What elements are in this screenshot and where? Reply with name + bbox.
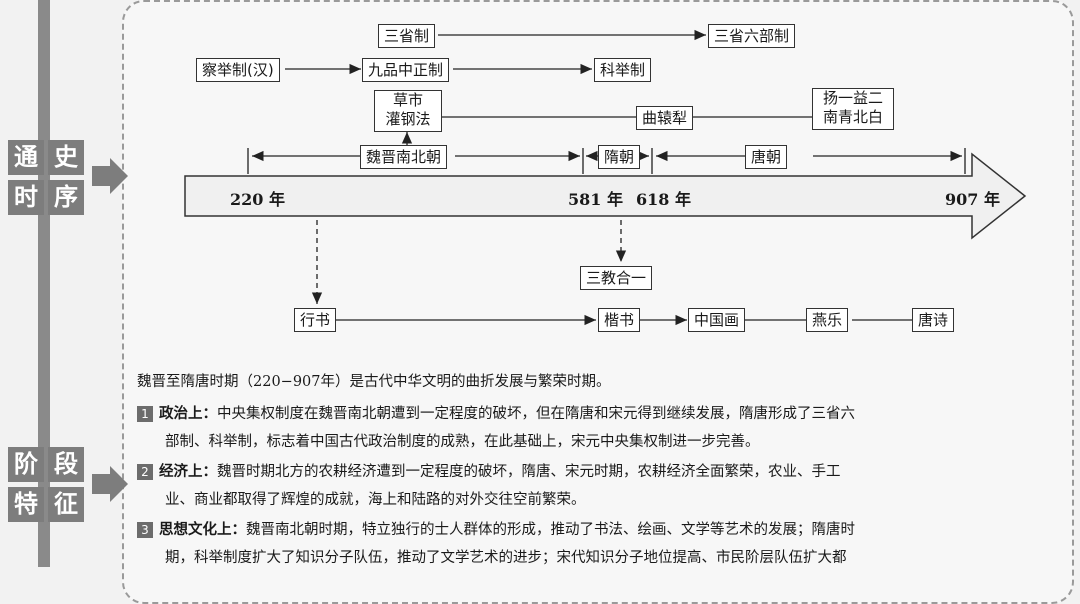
box-nine-rank: 九品中正制 xyxy=(362,58,450,82)
box-recommendation-han: 察举制(汉) xyxy=(196,58,280,82)
timeline-diagram xyxy=(92,29,1027,502)
number-badge: 1 xyxy=(137,406,153,422)
summary-politics-line2: 部制、科举制，标志着中国古代政治制度的成熟，在此基础上，宋元中央集权制进一步完善… xyxy=(165,434,760,450)
box-line: 扬一益二 xyxy=(822,89,883,107)
box-yan-music: 燕乐 xyxy=(806,308,849,332)
box-line: 灌钢法 xyxy=(385,110,431,128)
box-period-tang: 唐朝 xyxy=(745,145,788,169)
tag-char: 序 xyxy=(48,180,84,215)
number-badge: 3 xyxy=(137,522,153,538)
tag-arrow-2 xyxy=(92,466,128,502)
box-chinese-painting: 中国画 xyxy=(688,308,746,332)
summary-text: 魏晋南北朝时期，特立独行的士人群体的形成，推动了书法、绘画、文学等艺术的发展；隋… xyxy=(246,522,855,538)
year-618: 618 年 xyxy=(636,190,691,209)
tag-arrow-1 xyxy=(92,158,128,194)
tag-char: 特 xyxy=(8,487,44,522)
box-period-weijin: 魏晋南北朝 xyxy=(360,145,448,169)
summary-text: 中央集权制度在魏晋南北朝遭到一定程度的破坏，但在隋唐和宋元得到继续发展，隋唐形成… xyxy=(217,406,855,422)
tag-char: 阶 xyxy=(8,447,44,482)
box-running-script: 行书 xyxy=(294,308,337,332)
box-tea-steel: 草市 灌钢法 xyxy=(374,90,442,132)
timeline-arrow xyxy=(184,152,1027,240)
box-tang-poetry: 唐诗 xyxy=(912,308,955,332)
tag-char: 通 xyxy=(8,140,44,175)
keyword: 政治上： xyxy=(159,406,217,422)
box-cities: 扬一益二 南青北白 xyxy=(812,88,894,130)
summary-economy-line2: 业、商业都取得了辉煌的成就，海上和陆路的对外交往空前繁荣。 xyxy=(165,492,586,508)
box-line: 草市 xyxy=(392,91,423,109)
number-badge: 2 xyxy=(137,464,153,480)
summary-intro: 魏晋至隋唐时期（220−907年）是古代中华文明的曲折发展与繁荣时期。 xyxy=(137,374,611,390)
box-period-sui: 隋朝 xyxy=(598,145,641,169)
summary-economy-line1: 2 经济上：魏晋时期北方的农耕经济遭到一定程度的破坏，隋唐、宋元时期，农耕经济全面… xyxy=(137,460,841,481)
box-imperial-exam: 科举制 xyxy=(594,58,652,82)
box-curved-plow: 曲辕犁 xyxy=(636,106,694,130)
year-907: 907 年 xyxy=(945,190,1000,209)
summary-text: 魏晋时期北方的农耕经济遭到一定程度的破坏，隋唐、宋元时期，农耕经济全面繁荣，农业… xyxy=(217,464,841,480)
tag-general-sequence: 通 史 时 序 xyxy=(8,140,86,216)
tag-char: 征 xyxy=(48,487,84,522)
box-three-provinces: 三省制 xyxy=(378,24,436,48)
box-line: 南青北白 xyxy=(822,108,883,126)
keyword: 思想文化上： xyxy=(159,522,246,538)
summary-culture-line1: 3 思想文化上：魏晋南北朝时期，特立独行的士人群体的形成，推动了书法、绘画、文学等… xyxy=(137,518,855,539)
tag-char: 时 xyxy=(8,180,44,215)
summary-politics-line1: 1 政治上：中央集权制度在魏晋南北朝遭到一定程度的破坏，但在隋唐和宋元得到继续发展… xyxy=(137,402,855,423)
year-581: 581 年 xyxy=(568,190,623,209)
box-three-provinces-six-ministries: 三省六部制 xyxy=(708,24,796,48)
tag-char: 段 xyxy=(48,447,84,482)
box-regular-script: 楷书 xyxy=(598,308,641,332)
tag-stage-features: 阶 段 特 征 xyxy=(8,447,86,523)
content-panel xyxy=(122,0,1074,604)
tag-char: 史 xyxy=(48,140,84,175)
box-three-religions: 三教合一 xyxy=(580,266,653,290)
summary-culture-line2: 期，科举制度扩大了知识分子队伍，推动了文学艺术的进步；宋代知识分子地位提高、市民… xyxy=(165,550,847,566)
year-220: 220 年 xyxy=(230,190,285,209)
keyword: 经济上： xyxy=(159,464,217,480)
